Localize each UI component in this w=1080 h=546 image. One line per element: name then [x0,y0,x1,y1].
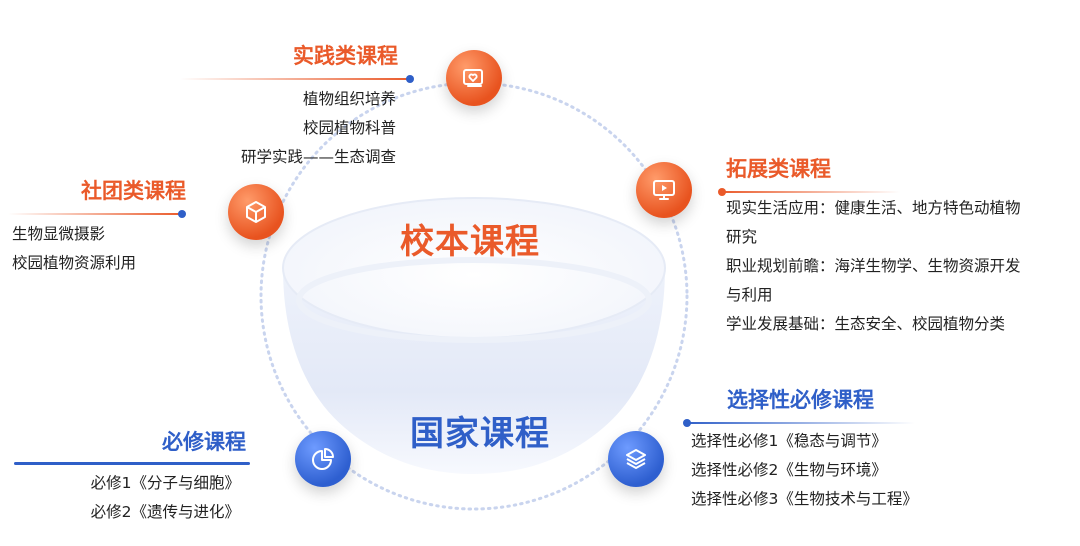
extension-line-2: 研究 [726,228,758,246]
required-bubble [295,431,351,487]
extension-line-4: 与利用 [726,286,773,304]
extension-section: 拓展类课程 现实生活应用：健康生活、地方特色动植物 研究 职业规划前瞻：海洋生物… [718,153,1075,339]
practice-bubble [446,50,502,106]
required-item-1: 必修1《分子与细胞》 [90,474,240,492]
club-item-2: 校园植物资源利用 [12,254,137,272]
required-title: 必修课程 [162,430,246,454]
practice-underline [180,75,414,83]
layers-icon [626,449,646,469]
club-item-1: 生物显微摄影 [12,225,106,243]
elective-item-1: 选择性必修1《稳态与调节》 [691,432,887,450]
elective-item-3: 选择性必修3《生物技术与工程》 [691,490,918,508]
extension-bubble [636,162,692,218]
elective-item-2: 选择性必修2《生物与环境》 [691,461,887,479]
practice-item-1: 植物组织培养 [302,90,396,108]
elective-underline [683,419,915,427]
extension-title: 拓展类课程 [726,157,831,181]
pie-chart-icon [312,448,334,470]
club-title: 社团类课程 [81,179,186,203]
national-course-label: 国家课程 [410,414,550,454]
required-underline [14,462,250,465]
practice-item-2: 校园植物科普 [302,119,396,137]
elective-section: 选择性必修课程 选择性必修1《稳态与调节》 选择性必修2《生物与环境》 选择性必… [683,384,985,514]
practice-section: 实践类课程 植物组织培养 校园植物科普 研学实践——生态调查 [180,40,414,172]
club-section: 社团类课程 生物显微摄影 校园植物资源利用 [8,175,208,278]
elective-bubble [608,431,664,487]
video-screen-icon [653,180,675,200]
practice-item-3: 研学实践——生态调查 [240,148,396,166]
required-item-2: 必修2《遗传与进化》 [90,503,240,521]
extension-underline [718,188,900,196]
club-underline [8,210,186,218]
extension-line-1: 现实生活应用：健康生活、地方特色动植物 [726,199,1021,217]
extension-line-5: 学业发展基础：生态安全、校园植物分类 [726,315,1006,333]
club-bubble [228,184,284,240]
required-section: 必修课程 必修1《分子与细胞》 必修2《遗传与进化》 [14,426,250,527]
heart-frame-icon [463,69,483,87]
extension-line-3: 职业规划前瞻：海洋生物学、生物资源开发 [726,257,1021,275]
cube-icon [246,201,266,223]
elective-title: 选择性必修课程 [727,388,874,412]
school-course-label: 校本课程 [400,222,540,262]
practice-title: 实践类课程 [293,44,398,68]
